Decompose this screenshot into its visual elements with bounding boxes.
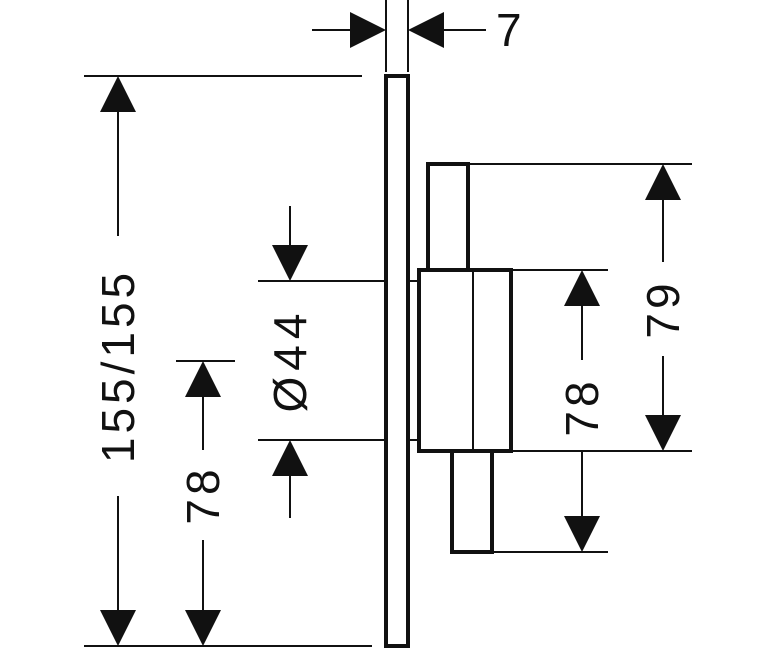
dimension-label: 155/155 <box>92 269 144 463</box>
dimension-lower-handle-offset: 78 <box>556 270 608 552</box>
dimension-label: 78 <box>177 465 229 524</box>
arrow-head-up <box>185 361 221 397</box>
arrow-head-up <box>564 270 600 306</box>
arrow-head-left <box>408 12 444 48</box>
extension-lines <box>84 0 692 647</box>
hub-body <box>417 268 513 453</box>
dimension-overall-height: 155/155 <box>92 76 144 646</box>
arrow-head-up <box>100 76 136 112</box>
arrow-head-down <box>185 610 221 646</box>
upper-handle <box>426 162 470 272</box>
arrow-head-right <box>350 12 386 48</box>
dimension-plate-thickness: 7 <box>312 4 522 56</box>
arrow-head-up <box>645 164 681 200</box>
dimension-label: 79 <box>637 279 689 338</box>
cover-plate <box>384 74 410 648</box>
product-outline <box>384 74 513 648</box>
dimension-label: 7 <box>496 4 522 56</box>
arrow-head-up <box>272 440 308 476</box>
arrow-head-down <box>645 415 681 451</box>
arrow-head-down <box>272 245 308 281</box>
arrow-head-down <box>100 610 136 646</box>
dimension-hub-diameter: Ø44 <box>264 206 316 518</box>
lower-handle <box>450 449 494 554</box>
dimension-label: 78 <box>556 377 608 436</box>
dimension-upper-handle-offset: 79 <box>637 164 689 451</box>
dimension-lower-half: 78 <box>177 361 229 646</box>
arrow-head-down <box>564 516 600 552</box>
dimension-label: Ø44 <box>264 308 316 413</box>
